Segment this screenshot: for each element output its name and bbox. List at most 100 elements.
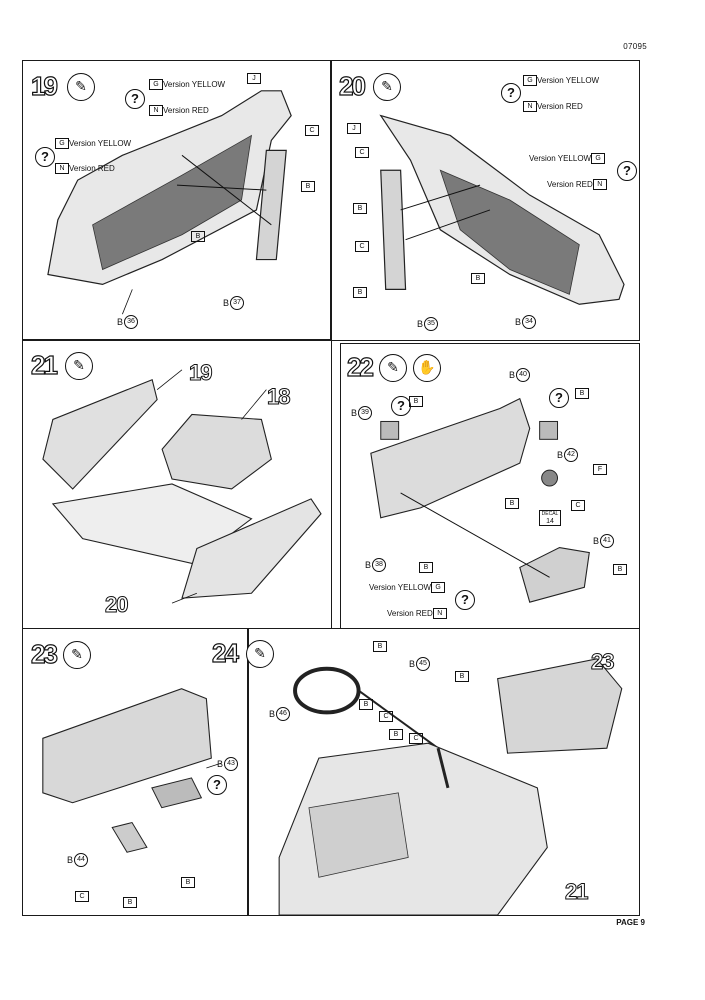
- ref-step-18: 18: [266, 384, 291, 410]
- ref-step-19: 19: [188, 360, 213, 386]
- c-tag-2: C: [409, 733, 423, 744]
- glue-tool-icon: ✎: [63, 641, 91, 669]
- n-box-2: N: [55, 163, 69, 174]
- b-box-2: B: [575, 388, 589, 399]
- version-red-tag-2: Version RED N: [547, 179, 607, 190]
- b-box-2: B: [123, 897, 137, 908]
- step-21-panel: 21 ✎ 19 18 20: [22, 339, 332, 629]
- glue-tool-icon: ✎: [67, 73, 95, 101]
- b-box-2: B: [455, 671, 469, 682]
- j-tag: J: [347, 123, 361, 134]
- step-19-number: 19: [30, 70, 58, 101]
- b-tag-3: B: [505, 498, 519, 509]
- version-yellow-label: Version YELLOW: [163, 80, 226, 89]
- b-tag: B: [373, 641, 387, 652]
- b-tag: B: [353, 203, 367, 214]
- question-icon: ?: [125, 89, 145, 109]
- version-red-label-2: Version RED: [69, 164, 115, 173]
- n-box: N: [149, 105, 163, 116]
- glue-tool-icon-24: ✎: [246, 640, 274, 668]
- step-21-drawing: [42, 369, 322, 604]
- step-22-number: 22: [346, 351, 374, 382]
- version-yellow-label: Version YELLOW: [369, 583, 432, 592]
- b-tag-2: B: [455, 671, 469, 682]
- c-box: C: [379, 711, 393, 722]
- version-yellow-tag-2: G Version YELLOW: [55, 138, 131, 149]
- j-box: J: [247, 73, 261, 84]
- b-box-2: B: [191, 231, 205, 242]
- glue-tool-icon: ✎: [379, 354, 407, 382]
- c-tag: C: [571, 500, 585, 511]
- g-box: G: [149, 79, 163, 90]
- paint-tool-icon: ✋: [413, 354, 441, 382]
- n-box: N: [523, 101, 537, 112]
- question-icon: ?: [207, 775, 227, 795]
- kit-code: 07095: [623, 42, 647, 51]
- c-box-2: C: [409, 733, 423, 744]
- step-20-number: 20: [338, 70, 366, 101]
- b-box-4: B: [613, 564, 627, 575]
- step-21-number: 21: [30, 349, 58, 380]
- ref-step-21: 21: [564, 879, 589, 905]
- g-box-2: G: [591, 153, 606, 164]
- version-red-label-2: Version RED: [547, 180, 593, 189]
- page-number: PAGE 9: [616, 918, 645, 927]
- question-icon-3: ?: [455, 590, 475, 610]
- g-box: G: [523, 75, 537, 86]
- question-icon-2: ?: [617, 161, 637, 181]
- b-box: B: [181, 877, 195, 888]
- version-red-label: Version RED: [537, 102, 583, 111]
- b-tag-5: B: [419, 562, 433, 573]
- n-box: N: [432, 608, 447, 619]
- step-24-label: 24: [211, 637, 239, 668]
- b-box-5: B: [419, 562, 433, 573]
- f-tag: F: [593, 464, 607, 475]
- step-20-drawing: [379, 114, 625, 305]
- j-tag: J: [247, 73, 261, 84]
- f-box: F: [593, 464, 607, 475]
- c-tag: C: [75, 891, 89, 902]
- step-23-number: 23: [30, 638, 58, 669]
- b-tag-2: B: [191, 231, 205, 242]
- c-box: C: [305, 125, 319, 136]
- question-icon: ?: [501, 83, 521, 103]
- version-yellow-tag: Version YELLOW G: [369, 582, 446, 593]
- question-icon: ?: [391, 396, 411, 416]
- b-box-4: B: [389, 729, 403, 740]
- question-icon-2: ?: [35, 147, 55, 167]
- step-20-panel: 20 ✎ ? G Version YELLOW N Version RED J …: [330, 60, 640, 341]
- c-tag: C: [379, 711, 393, 722]
- version-yellow-tag-2: Version YELLOW G: [529, 153, 606, 164]
- ref-step-23: 23: [590, 649, 615, 675]
- version-red-label: Version RED: [387, 609, 433, 618]
- version-yellow-tag: G Version YELLOW: [523, 75, 599, 86]
- b-tag-3: B: [359, 699, 373, 710]
- version-red-label: Version RED: [163, 106, 209, 115]
- b-box: B: [353, 203, 367, 214]
- b-box-3: B: [505, 498, 519, 509]
- b-tag-2: B: [123, 897, 137, 908]
- question-icon-2: ?: [549, 388, 569, 408]
- version-yellow-label-2: Version YELLOW: [529, 154, 592, 163]
- ref-step-20: 20: [104, 592, 129, 618]
- c-box-2: C: [355, 241, 369, 252]
- step-19-drawing: [47, 90, 292, 315]
- c-tag: C: [355, 147, 369, 158]
- b-tag-3: B: [471, 273, 485, 284]
- c-box: C: [75, 891, 89, 902]
- b-box: B: [373, 641, 387, 652]
- c-tag: C: [305, 125, 319, 136]
- step-24-drawing: [278, 658, 623, 915]
- j-box: J: [347, 123, 361, 134]
